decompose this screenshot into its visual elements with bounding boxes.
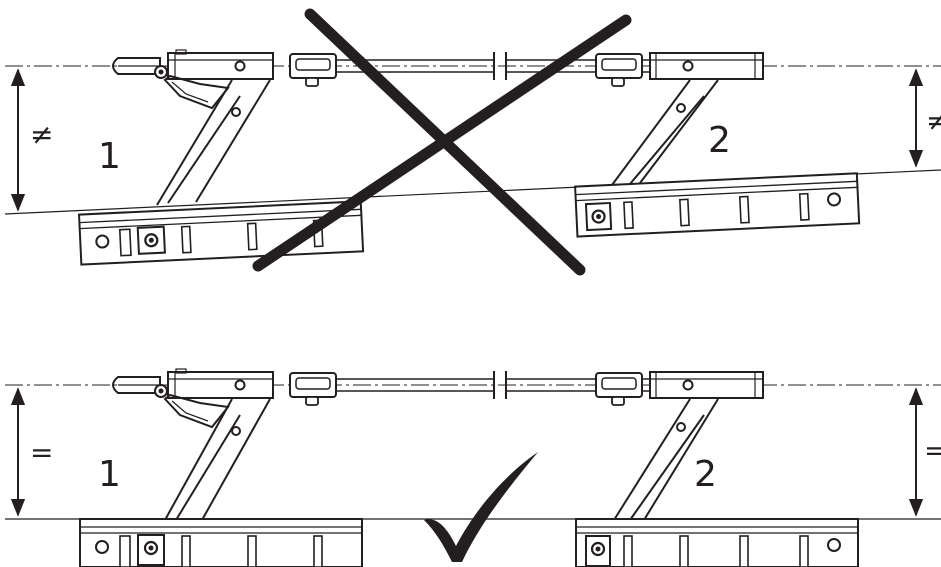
right-stay-arm bbox=[611, 79, 719, 186]
arm-number-right: 2 bbox=[694, 454, 717, 495]
left-dimension-symbol: ≠ bbox=[30, 118, 53, 151]
left-dimension-symbol: = bbox=[30, 436, 53, 469]
right-frame-track bbox=[574, 172, 861, 238]
right-frame-track bbox=[575, 518, 859, 567]
incorrect-panel: ≠ ≠ 1 2 bbox=[4, 8, 941, 276]
right-dimension-symbol: = bbox=[924, 434, 941, 467]
cross-mark-icon bbox=[252, 8, 632, 276]
left-frame-track bbox=[79, 518, 363, 567]
check-mark-icon bbox=[424, 452, 538, 562]
right-dimension-symbol: ≠ bbox=[926, 104, 941, 137]
arm-number-left: 1 bbox=[98, 136, 121, 177]
left-stay-arm bbox=[156, 79, 271, 206]
right-stay-arm bbox=[613, 398, 719, 521]
arm-number-right: 2 bbox=[708, 120, 731, 161]
arm-number-left: 1 bbox=[98, 454, 121, 495]
left-stay-arm bbox=[164, 398, 271, 521]
correct-panel: = = 1 2 bbox=[5, 368, 941, 567]
left-frame-track bbox=[77, 200, 365, 266]
